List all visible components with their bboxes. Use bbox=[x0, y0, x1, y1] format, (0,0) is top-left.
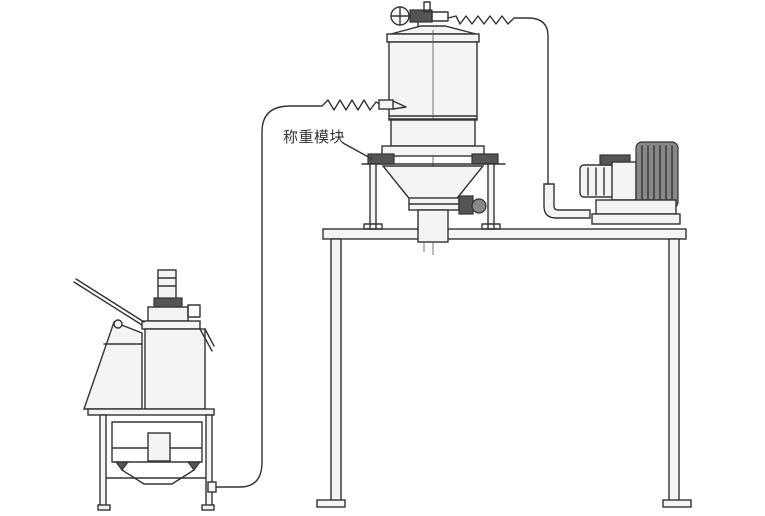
vacuum-hose bbox=[447, 15, 591, 219]
bag-dump-station bbox=[73, 269, 217, 511]
vacuum-blower bbox=[579, 141, 681, 225]
vacuum-receiver-hopper bbox=[361, 1, 506, 255]
conveying-hose bbox=[213, 99, 407, 488]
weighing-module-pointer bbox=[342, 142, 373, 160]
main-support-frame bbox=[316, 228, 692, 508]
weighing-module-label: 称重模块 bbox=[283, 128, 346, 146]
hopper-support-legs bbox=[363, 163, 501, 230]
